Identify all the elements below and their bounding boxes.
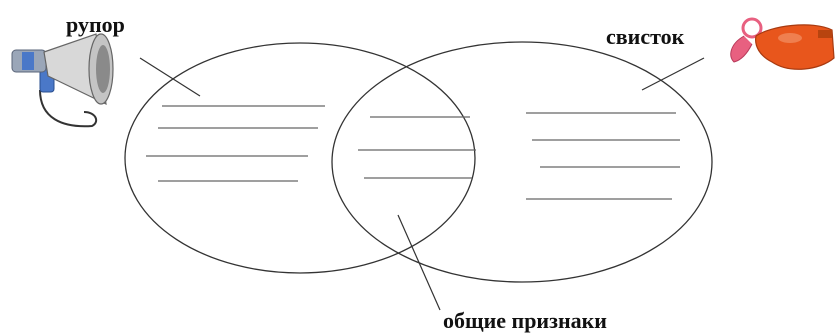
left-label-pointer <box>140 58 200 96</box>
right-set-label: свисток <box>606 26 684 48</box>
left-set-ellipse <box>125 43 475 273</box>
intersection-writing-lines <box>358 117 476 178</box>
left-set-label: рупор <box>66 14 125 36</box>
whistle-icon <box>731 19 834 69</box>
intersection-label: общие признаки <box>443 310 607 332</box>
left-writing-lines <box>146 106 325 181</box>
right-writing-lines <box>526 113 680 199</box>
intersection-label-pointer <box>398 215 440 310</box>
megaphone-icon <box>12 34 113 126</box>
right-set-ellipse <box>332 42 712 282</box>
